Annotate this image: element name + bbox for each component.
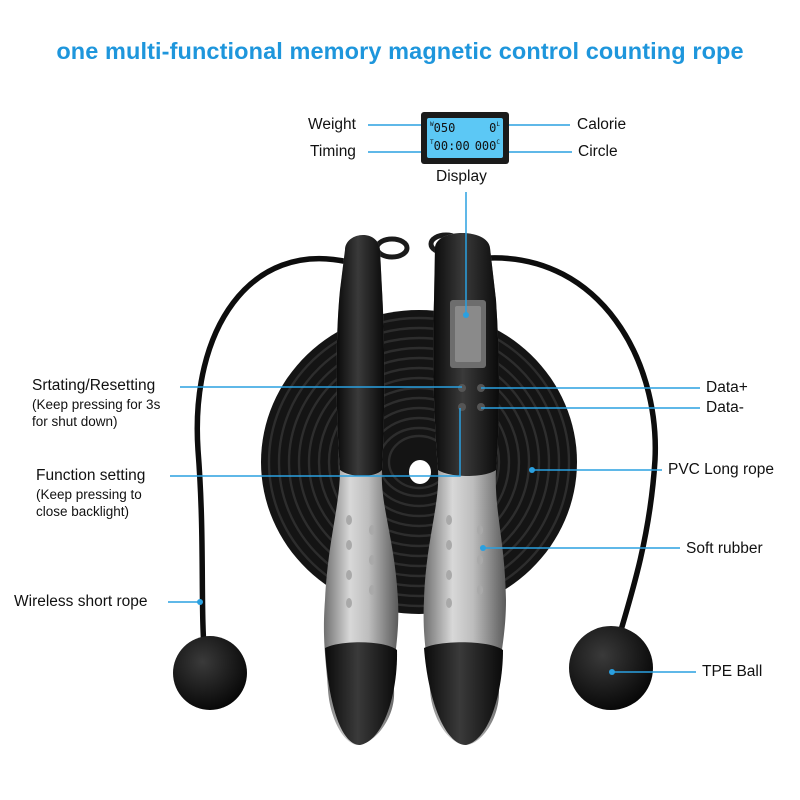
lcd-display-icon: W050 0L T00:00 000C [421, 112, 509, 164]
label-tpe: TPE Ball [702, 663, 763, 680]
lcd-time: T00:00 [430, 139, 470, 153]
lcd-circle: 000C [474, 139, 500, 153]
rope-coil-icon [261, 310, 577, 614]
handle-icon [323, 234, 410, 745]
label-pvc: PVC Long rope [668, 461, 774, 478]
label-soft: Soft rubber [686, 540, 763, 557]
handle-icon [423, 232, 506, 745]
label-function-note-2: close backlight) [36, 504, 130, 519]
label-timing: Timing [310, 143, 356, 160]
label-starting-note-2: for shut down) [32, 414, 118, 429]
label-weight: Weight [308, 116, 356, 133]
lcd-weight: W050 [430, 121, 456, 135]
label-wireless: Wireless short rope [14, 593, 148, 610]
label-starting: Srtating/Resetting [32, 377, 156, 394]
lcd-calorie: 0L [489, 121, 500, 135]
label-circle: Circle [578, 143, 618, 160]
label-data-minus: Data- [706, 399, 744, 416]
callout-lines [168, 124, 700, 673]
label-display: Display [436, 168, 487, 185]
label-starting-note-1: (Keep pressing for 3s [32, 397, 161, 412]
label-data-plus: Data+ [706, 379, 748, 396]
label-calorie: Calorie [577, 116, 627, 133]
label-function-note-1: (Keep pressing to [36, 487, 142, 502]
lcd-screen: W050 0L T00:00 000C [427, 118, 503, 158]
label-function: Function setting [36, 467, 146, 484]
tpe-ball-icon [173, 626, 653, 710]
page-title: one multi-functional memory magnetic con… [56, 38, 744, 64]
